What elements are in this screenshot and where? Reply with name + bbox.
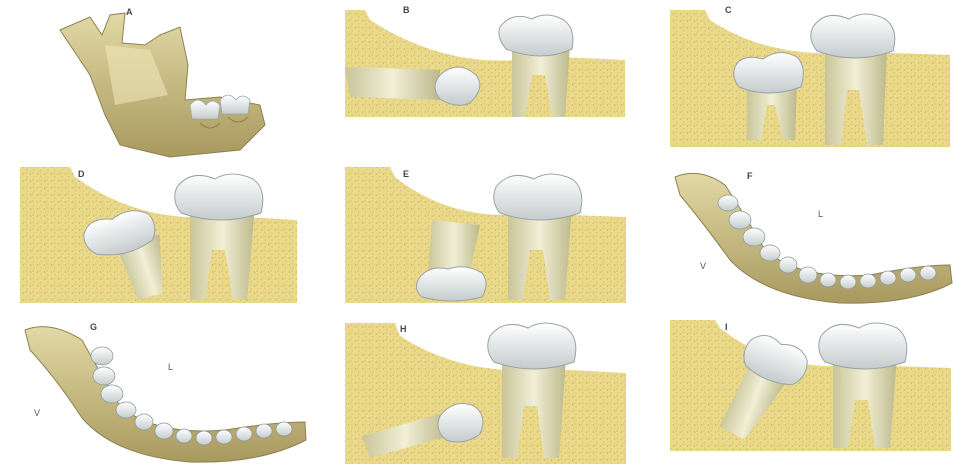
panel-c: C xyxy=(665,5,955,150)
panel-label-i: I xyxy=(725,322,728,332)
panel-label-a: A xyxy=(126,7,133,17)
horizontal-impaction-illustration xyxy=(340,5,630,120)
mandible-occlusal-illustration xyxy=(670,165,955,310)
panel-label-d: D xyxy=(78,169,85,179)
mesioangular-impaction-illustration xyxy=(15,165,300,305)
vestibular-label-g: V xyxy=(34,408,40,418)
panel-a: A xyxy=(50,5,275,160)
panel-label-b: B xyxy=(403,5,410,15)
panel-h: H xyxy=(340,318,630,466)
vestibular-label-f: V xyxy=(700,261,706,271)
deep-horizontal-impaction-illustration xyxy=(340,318,630,466)
mandible-occlusal-illustration xyxy=(20,318,310,466)
distoangular-impaction-illustration xyxy=(665,318,955,453)
inverted-impaction-illustration xyxy=(340,165,630,305)
panel-label-f: F xyxy=(747,171,753,181)
mandible-side-illustration xyxy=(50,5,275,160)
panel-label-g: G xyxy=(90,322,97,332)
panel-e: E xyxy=(340,165,630,305)
panel-i: I xyxy=(665,318,955,453)
panel-label-h: H xyxy=(400,324,407,334)
lingual-label-g: L xyxy=(168,362,173,372)
vertical-impaction-illustration xyxy=(665,5,955,150)
panel-b: B xyxy=(340,5,630,120)
panel-d: D xyxy=(15,165,300,305)
panel-g: G L V xyxy=(20,318,310,466)
lingual-label-f: L xyxy=(818,209,823,219)
panel-label-c: C xyxy=(725,5,732,15)
panel-label-e: E xyxy=(403,169,409,179)
panel-f: F L V xyxy=(670,165,955,310)
